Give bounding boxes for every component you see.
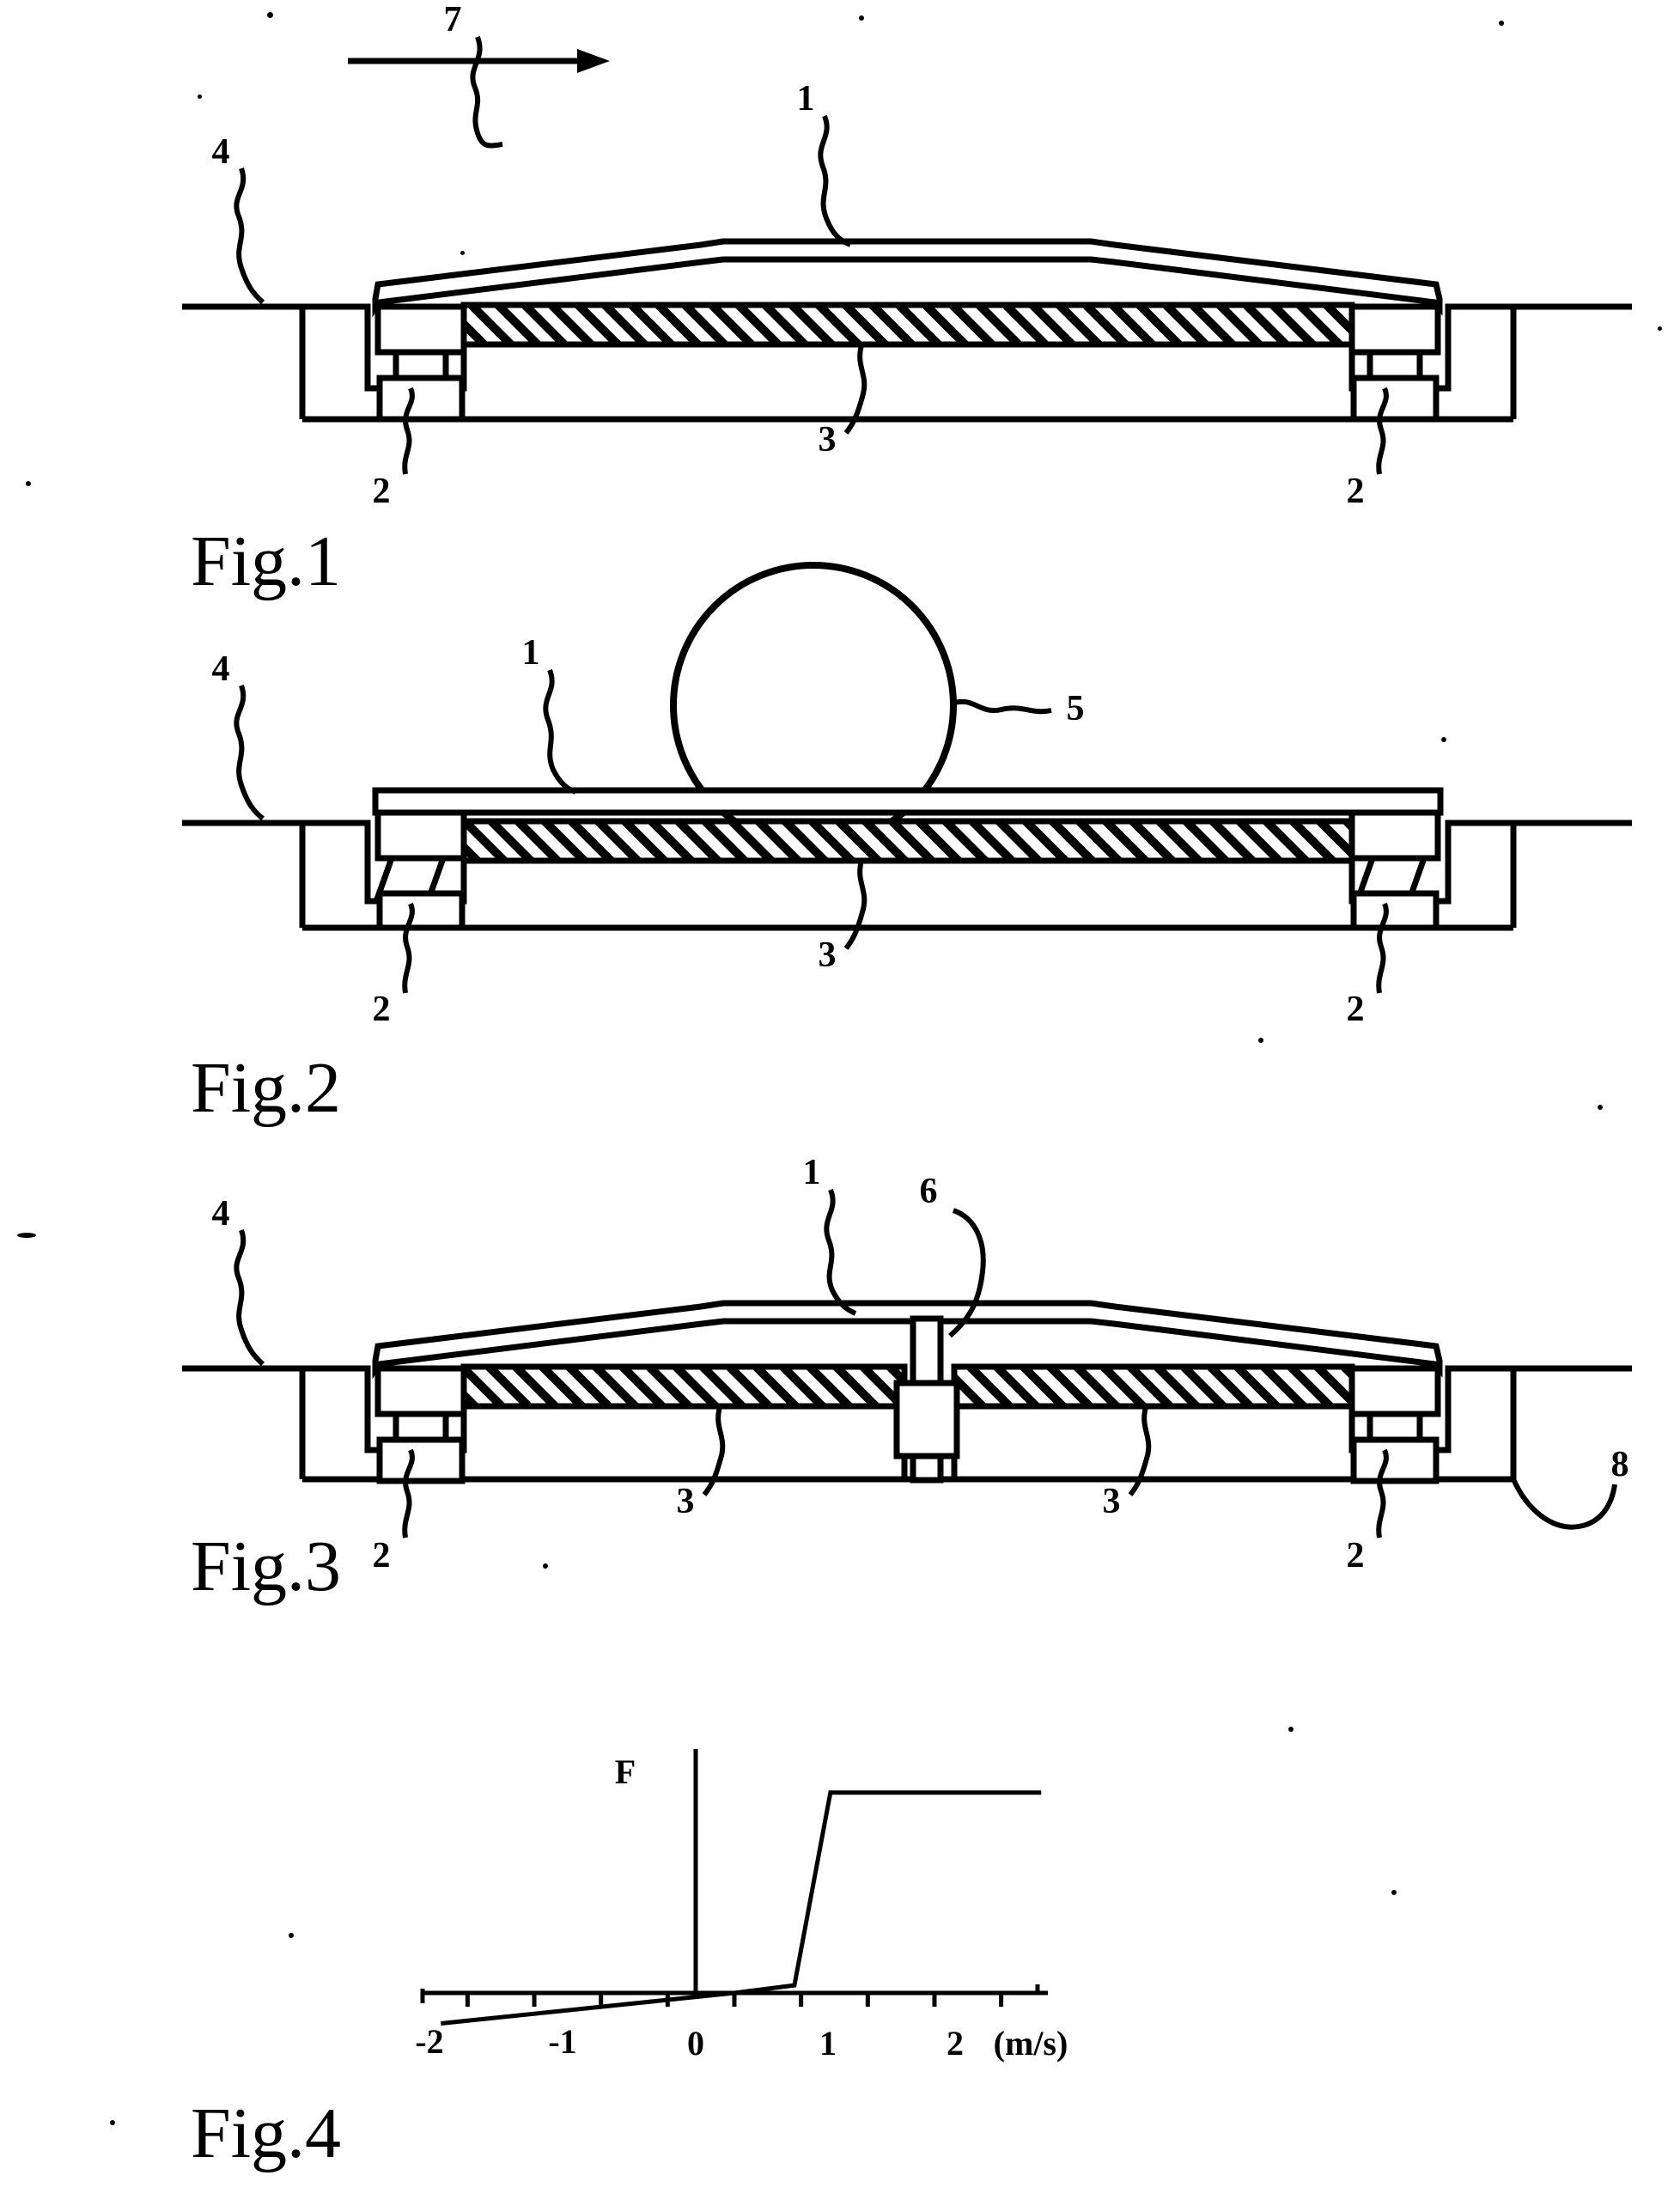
- leader-line-3-fig1: [843, 344, 867, 435]
- chart-x-ticks: [465, 1993, 1004, 2007]
- figure-4-chart: F -2 -1 0 1 2 (m/s): [415, 1749, 1068, 2063]
- ref-numeral-3-fig2: 3: [819, 935, 837, 975]
- figure-1-drawing: 7 4 3 1 2: [182, 0, 1632, 511]
- leader-line-2-right-fig1: [1376, 387, 1389, 475]
- scan-speck: [267, 12, 273, 18]
- leader-line-2-right-fig2: [1376, 902, 1389, 994]
- leader-line-1-fig2: [543, 668, 577, 795]
- recess-cavity-fig2: [299, 823, 1517, 931]
- ref-numeral-3-right-fig3: 3: [1103, 1482, 1121, 1521]
- leader-line-3-fig2: [843, 860, 867, 950]
- figure-3-drawing: 4 8 1 3 3 6: [182, 1153, 1632, 1575]
- leader-line-8-fig3: [1511, 1478, 1617, 1530]
- cover-plate-1-fig2: [372, 787, 1444, 816]
- ref-numeral-2-right-fig2: 2: [1347, 990, 1365, 1029]
- leader-line-2-right-fig3: [1376, 1448, 1389, 1539]
- base-plate-3-left-fig3: [460, 1363, 908, 1410]
- ref-numeral-8-fig3: 8: [1611, 1445, 1629, 1484]
- elastic-support-right-fig2: [1348, 809, 1441, 931]
- scan-speck: [1598, 1105, 1603, 1110]
- scan-speck: [1441, 737, 1446, 742]
- ref-numeral-5-fig2: 5: [1067, 689, 1085, 728]
- ref-numeral-4-fig2: 4: [212, 649, 230, 689]
- ref-numeral-3-fig1: 3: [819, 420, 837, 460]
- leader-line-3-right-fig3: [1128, 1406, 1152, 1496]
- recess-cavity-inner-right-fig1: [1348, 303, 1513, 392]
- ref-numeral-2-left-fig3: 2: [373, 1536, 391, 1575]
- figure-1-caption: Fig.1: [191, 521, 342, 601]
- leader-line-6-fig3: [948, 1208, 986, 1338]
- recess-cavity-inner-left-fig3: [302, 1365, 467, 1453]
- scan-speck: [859, 15, 864, 21]
- ref-numeral-1-fig3: 1: [803, 1153, 821, 1192]
- scan-speck: [198, 94, 202, 99]
- elastic-support-left-fig2: [374, 809, 467, 931]
- direction-arrow-7: [348, 49, 610, 73]
- leader-line-1-fig3: [824, 1188, 857, 1316]
- elastic-support-right-fig3: [1348, 1365, 1441, 1484]
- leader-line-4-fig2: [234, 685, 265, 821]
- elastic-support-left-fig3: [374, 1365, 467, 1484]
- ref-numeral-2-left-fig2: 2: [373, 990, 391, 1029]
- cover-plate-1-fig3: [372, 1300, 1443, 1380]
- leader-line-4-fig1: [234, 168, 265, 305]
- base-plate-3-fig1: [460, 302, 1355, 348]
- scan-speck: [543, 1563, 548, 1569]
- ref-numeral-1-fig2: 1: [522, 633, 540, 673]
- scan-speck: [1288, 1727, 1294, 1732]
- figure-2-caption: Fig.2: [191, 1048, 342, 1128]
- ref-numeral-2-left-fig1: 2: [373, 472, 391, 511]
- scan-speck: [26, 481, 31, 486]
- scan-speck: [17, 1233, 36, 1238]
- leader-line-7: [470, 35, 503, 149]
- scan-speck: [460, 251, 465, 255]
- scan-speck: [110, 2120, 115, 2125]
- leader-line-2-left-fig1: [402, 387, 415, 475]
- recess-cavity-inner-right-fig3: [1348, 1365, 1513, 1453]
- leader-line-2-left-fig2: [402, 902, 415, 994]
- leader-line-2-left-fig3: [402, 1448, 415, 1539]
- elastic-support-left-fig1: [374, 303, 467, 423]
- chart-y-axis-label: F: [615, 1752, 636, 1791]
- ref-numeral-4-fig3: 4: [212, 1194, 230, 1234]
- leader-line-4-fig3: [234, 1229, 265, 1367]
- figure-4-caption: Fig.4: [191, 2093, 342, 2173]
- chart-xtick-label-zero: 0: [687, 2024, 704, 2063]
- leader-line-1-fig1: [818, 114, 852, 247]
- chart-xtick-label-neg1: -1: [548, 2022, 576, 2061]
- chart-xtick-label-two: 2: [947, 2024, 964, 2063]
- scan-speck: [1391, 1890, 1397, 1895]
- elastic-support-right-fig1: [1348, 303, 1441, 423]
- chart-xtick-label-one: 1: [819, 2024, 837, 2063]
- figure-2-drawing: 5 4 1 3 2: [182, 562, 1632, 1029]
- ref-numeral-3-left-fig3: 3: [677, 1482, 695, 1521]
- recess-cavity-inner-left-fig2: [302, 820, 467, 905]
- ref-numeral-2-right-fig1: 2: [1347, 472, 1365, 511]
- cover-plate-1-fig1: [372, 238, 1443, 318]
- recess-cavity-inner-left-fig1: [302, 303, 467, 392]
- chart-xtick-label-neg2: -2: [415, 2022, 443, 2061]
- scan-speck: [1499, 21, 1504, 26]
- ref-numeral-2-right-fig3: 2: [1347, 1536, 1365, 1575]
- ref-numeral-7: 7: [444, 0, 462, 40]
- central-damper-6-fig3: [893, 1315, 960, 1484]
- ref-numeral-1-fig1: 1: [797, 79, 815, 119]
- leader-line-3-left-fig3: [702, 1406, 726, 1496]
- ref-numeral-4-fig1: 4: [212, 132, 230, 172]
- scan-speck: [1658, 326, 1662, 331]
- recess-cavity-fig1: [299, 307, 1517, 423]
- chart-damper-curve: [441, 1790, 1042, 2026]
- chart-x-unit-label: (m/s): [994, 2024, 1068, 2063]
- scan-speck: [1258, 1038, 1263, 1043]
- scan-speck: [289, 1933, 294, 1938]
- ref-numeral-6-fig3: 6: [920, 1172, 938, 1211]
- leader-line-5-fig2: [951, 698, 1052, 715]
- base-plate-3-right-fig3: [951, 1363, 1355, 1410]
- base-plate-3-fig2: [460, 818, 1355, 864]
- recess-cavity-inner-right-fig2: [1348, 820, 1513, 905]
- figure-3-caption: Fig.3: [191, 1526, 342, 1606]
